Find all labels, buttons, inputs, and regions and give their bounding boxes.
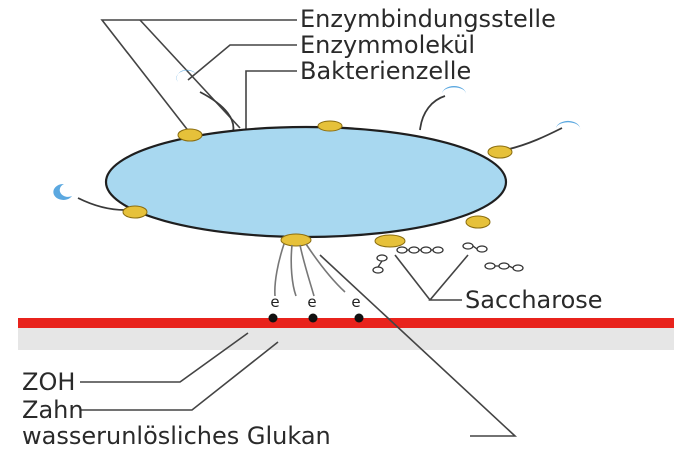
- leader-binding-site-1: [102, 20, 297, 133]
- enzyme-4: [53, 184, 72, 200]
- stalk-1: [200, 92, 233, 136]
- glucan-strand-1: [275, 244, 284, 296]
- label-enzyme-molecule: Enzymmolekül: [300, 33, 475, 57]
- label-glucan: wasserunlösliches Glukan: [22, 424, 331, 448]
- glucan-strands: [275, 244, 345, 296]
- leader-tooth: [80, 342, 278, 410]
- enzyme-2: [442, 86, 466, 94]
- binding-site-4: [123, 206, 147, 218]
- label-binding-site: Enzymbindungsstelle: [300, 7, 556, 31]
- leader-sucrose-2: [395, 255, 430, 300]
- binding-site-3: [488, 146, 512, 158]
- sucrose-chain-4: [485, 263, 523, 271]
- label-sucrose: Saccharose: [465, 288, 603, 312]
- zoh-red-line: [18, 318, 674, 328]
- glucan-strand-4: [306, 244, 345, 292]
- ion-dot-3: [355, 314, 364, 323]
- label-zoh: ZOH: [22, 370, 75, 394]
- binding-site-5: [466, 216, 490, 228]
- charge-symbol: e: [351, 293, 360, 311]
- leader-enzyme-molecule: [188, 45, 297, 80]
- ion-dot-2: [309, 314, 318, 323]
- binding-site-2: [318, 121, 342, 131]
- stalk-3: [505, 128, 562, 150]
- ion-dot-1: [269, 314, 278, 323]
- sucrose-chain-1: [373, 255, 387, 273]
- glucan-strand-2: [291, 245, 296, 296]
- leader-sucrose-1: [430, 255, 468, 300]
- sucrose-molecules: [373, 243, 523, 273]
- sucrose-chain-3: [463, 243, 487, 252]
- binding-site-1: [178, 129, 202, 141]
- tooth-surface-band: [18, 328, 674, 350]
- label-bacterial-cell: Bakterienzelle: [300, 59, 471, 83]
- label-tooth: Zahn: [22, 398, 84, 422]
- charge-symbol: e: [307, 293, 316, 311]
- leader-binding-site-2: [140, 20, 240, 128]
- binding-site-7: [375, 235, 405, 247]
- sucrose-chain-2: [397, 247, 443, 253]
- charge-symbol: e: [270, 293, 279, 311]
- bacterial-cell: [106, 127, 506, 237]
- stalk-2: [420, 96, 445, 130]
